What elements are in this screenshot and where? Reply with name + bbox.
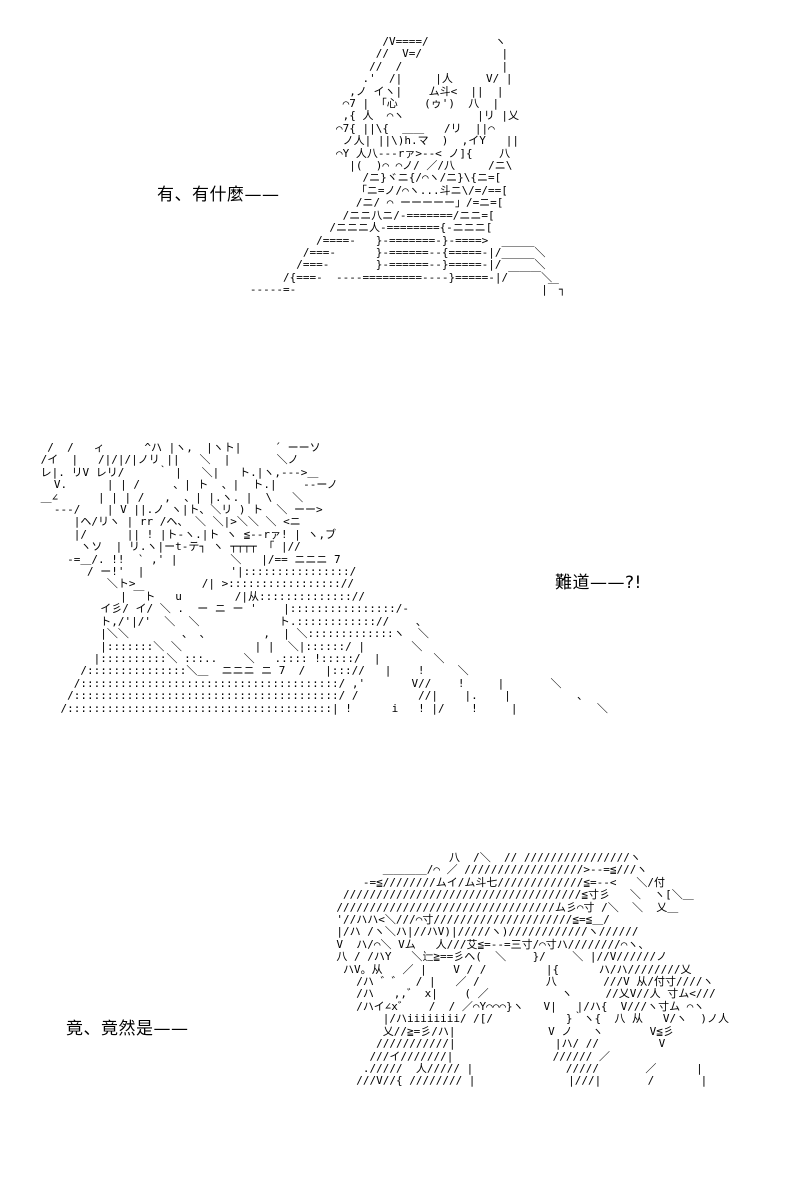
panel-2-ascii-art: / / ィ ^ハ |ヽ, |ヽト| ´ ーーソ /イ | /|/|/|ノリ ||… xyxy=(40,441,608,715)
panel-2-caption: 難道——?! xyxy=(555,573,642,593)
panel-2: 難道——?! / / ィ ^ハ |ヽ, |ヽト| ´ ーーソ /イ | /|/|… xyxy=(0,430,800,840)
panel-3-ascii-art: 八 /＼ // ////////////////ヽ ＿＿＿＿/⌒ ／ /////… xyxy=(336,851,729,1088)
panel-1: 有、有什麼—— /V====/ ヽ // V=/ | // / | .' /| … xyxy=(0,0,800,430)
panel-3: 竟、竟然是—— 八 /＼ // ////////////////ヽ ＿＿＿＿/⌒… xyxy=(0,840,800,1200)
panel-1-caption: 有、有什麼—— xyxy=(157,185,280,205)
panel-3-caption: 竟、竟然是—— xyxy=(66,1019,189,1039)
panel-1-ascii-art: /V====/ ヽ // V=/ | // / | .' /| |人 V/ | … xyxy=(249,35,566,297)
